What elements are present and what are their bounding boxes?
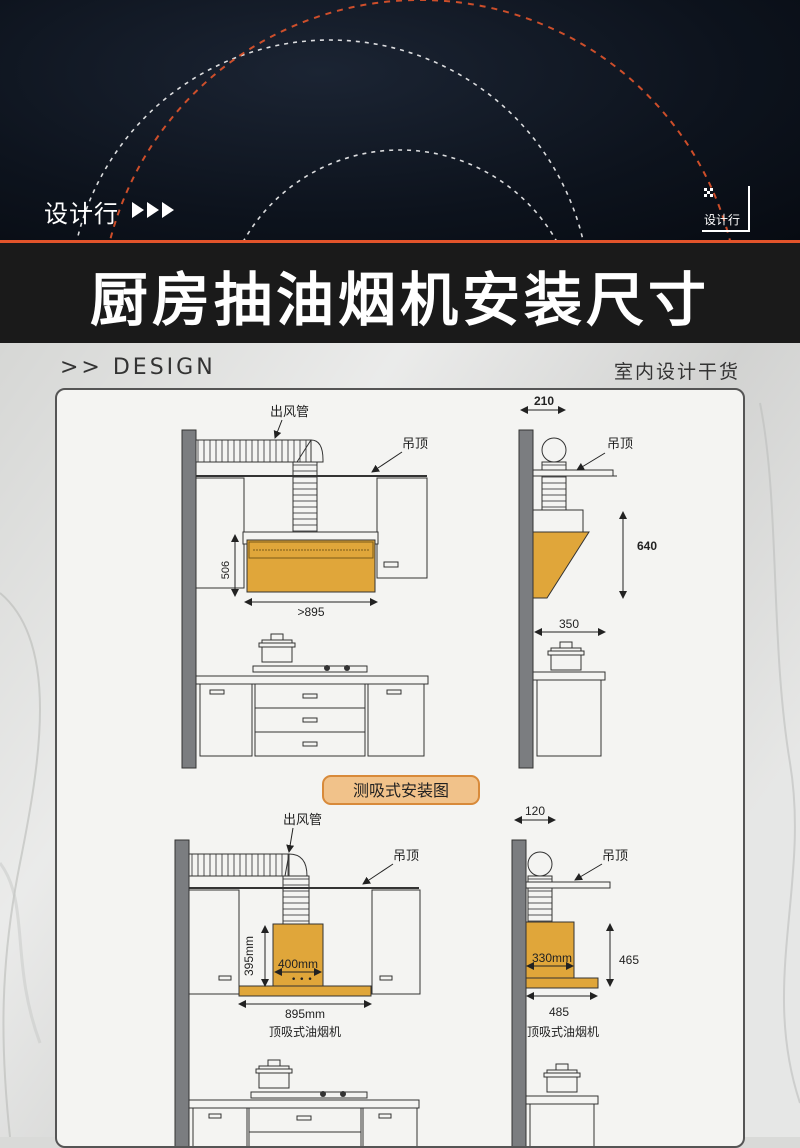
- height-dim-label: 465: [619, 953, 639, 967]
- caption: 顶吸式油烟机: [269, 1025, 341, 1039]
- page-title: 厨房抽油烟机安装尺寸: [89, 266, 710, 334]
- side-suction-front-view: 506 >895 出风管 吊顶: [181, 405, 429, 769]
- top-suction-side-view: 120 吊顶 330mm 465 485 顶吸式油烟机: [511, 804, 639, 1146]
- duct-dim-label: 210: [534, 394, 554, 408]
- installation-diagram: 506 >895 出风管 吊顶: [174, 394, 657, 1146]
- pixel-mark-icon: [704, 188, 713, 197]
- duct-dim-label: 120: [525, 804, 545, 818]
- inner-width-dim-label: 400mm: [278, 957, 318, 971]
- logo-badge: 设计行: [702, 186, 750, 232]
- duct-label: 出风管: [283, 813, 322, 828]
- width-dim-label: >895: [297, 605, 324, 619]
- title-band: 厨房抽油烟机安装尺寸: [0, 240, 800, 343]
- decorative-arcs: [76, 0, 741, 240]
- ceiling-label: 吊顶: [602, 849, 628, 864]
- play-arrows-icon: [132, 202, 174, 218]
- header-banner: 设计行 设计行: [0, 0, 800, 240]
- caption: 顶吸式油烟机: [527, 1025, 599, 1039]
- brand-name: 设计行: [44, 200, 119, 228]
- logo-text: 设计行: [704, 213, 741, 227]
- category-label: 室内设计干货: [613, 361, 740, 383]
- top-suction-front-view: • • • 395mm 400mm 895mm 顶吸式油烟机 出风管 吊顶: [174, 813, 421, 1146]
- width-dim-label: 485: [549, 1005, 569, 1019]
- height-dim-label: 395mm: [242, 936, 256, 976]
- design-label: >> DESIGN: [60, 355, 216, 380]
- depth-dim-label: 350: [559, 617, 579, 631]
- ceiling-label: 吊顶: [607, 437, 633, 452]
- width-dim-label: 895mm: [285, 1007, 325, 1021]
- diagram-panel: 506 >895 出风管 吊顶: [55, 388, 745, 1148]
- side-suction-label: 测吸式安装图: [353, 781, 449, 800]
- duct-label: 出风管: [270, 405, 309, 420]
- ceiling-label: 吊顶: [393, 849, 419, 864]
- height-dim-label: 506: [220, 561, 232, 579]
- ceiling-label: 吊顶: [402, 437, 428, 452]
- svg-text:• • •: • • •: [291, 975, 313, 985]
- side-suction-badge: 测吸式安装图: [322, 775, 480, 805]
- height-dim-label: 640: [637, 539, 657, 553]
- marble-veins: [0, 402, 800, 1137]
- side-suction-side-view: 210 吊顶 640 350: [518, 394, 657, 769]
- inner-width-dim-label: 330mm: [532, 951, 572, 965]
